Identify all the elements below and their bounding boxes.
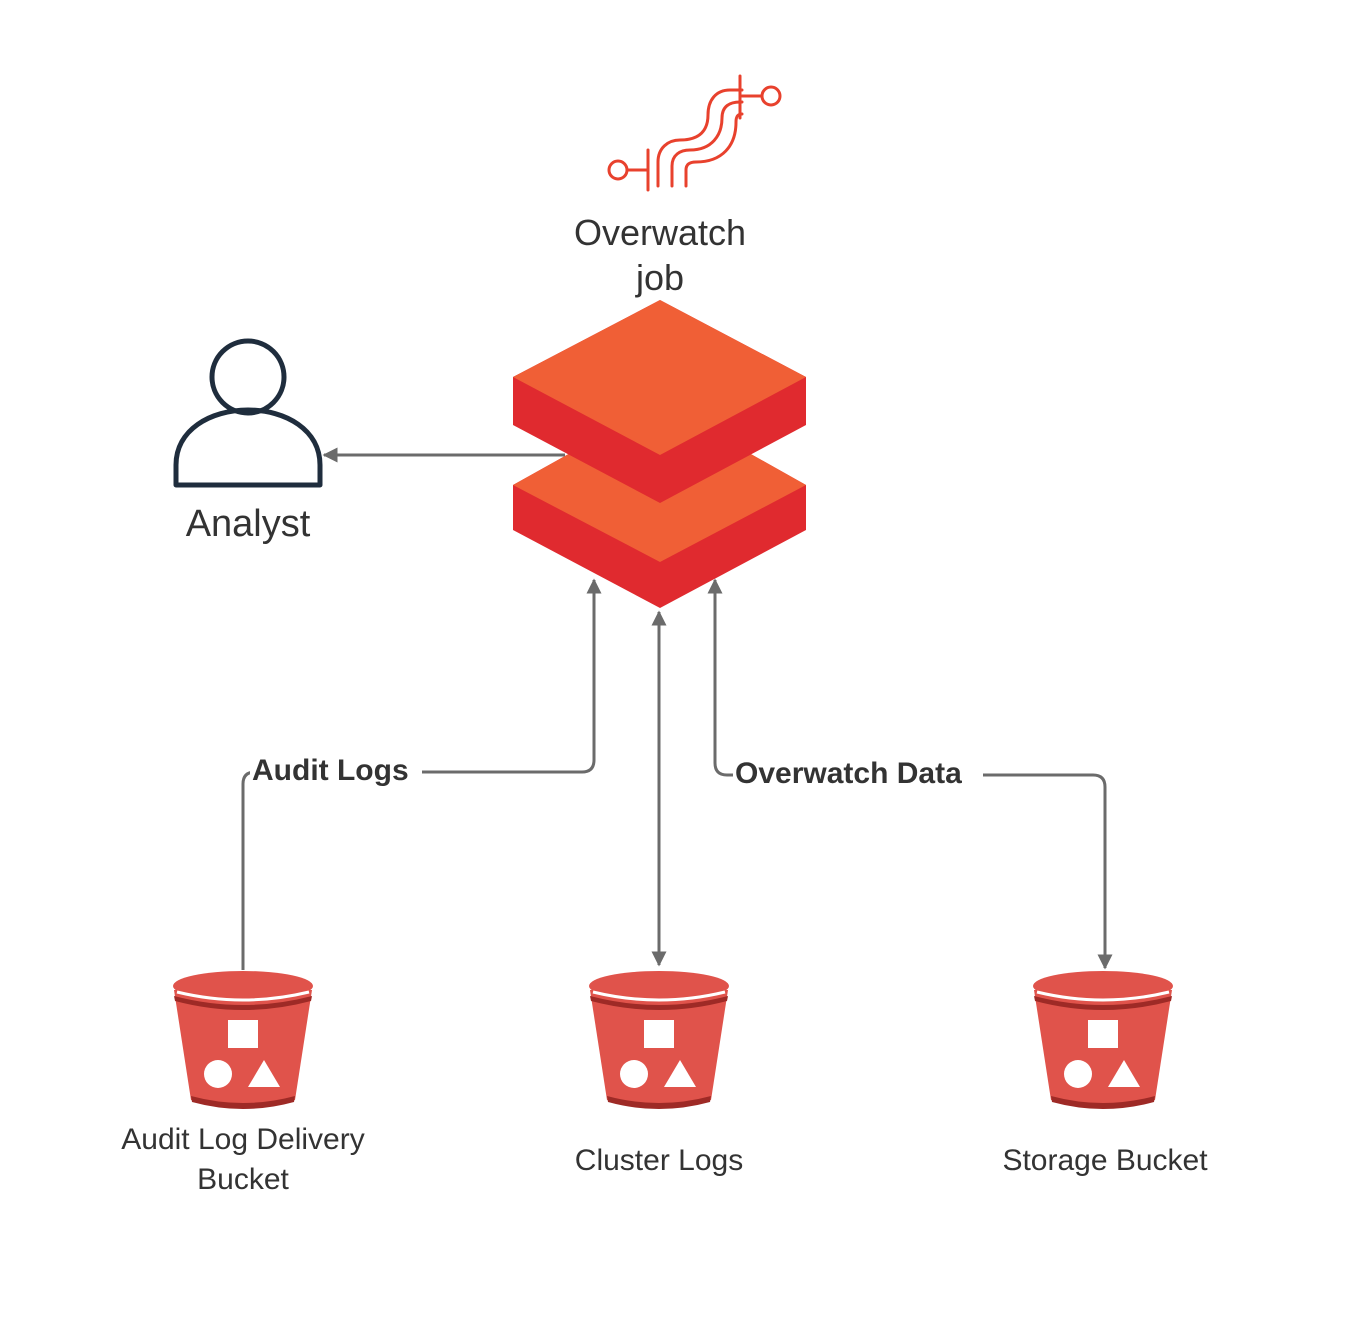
databricks-stack-icon [513,300,806,608]
job-label-line2: job [635,257,684,298]
cluster-bucket-label: Cluster Logs [575,1144,743,1177]
audit-bucket-label-line1: Audit Log Delivery [121,1123,364,1156]
pipeline-icon [607,74,782,192]
user-icon [173,338,323,488]
s3-bucket-icon [1033,971,1173,1109]
analyst-label: Analyst [186,503,311,545]
overwatch-data-edge-label: Overwatch Data [735,757,962,790]
s3-bucket-icon [173,971,313,1109]
audit-logs-edge-label: Audit Logs [252,754,409,787]
storage-bucket-label: Storage Bucket [1002,1144,1208,1177]
job-label-line1: Overwatch [574,212,746,253]
audit-bucket-label-line2: Bucket [197,1163,289,1196]
s3-bucket-icon [589,971,729,1109]
